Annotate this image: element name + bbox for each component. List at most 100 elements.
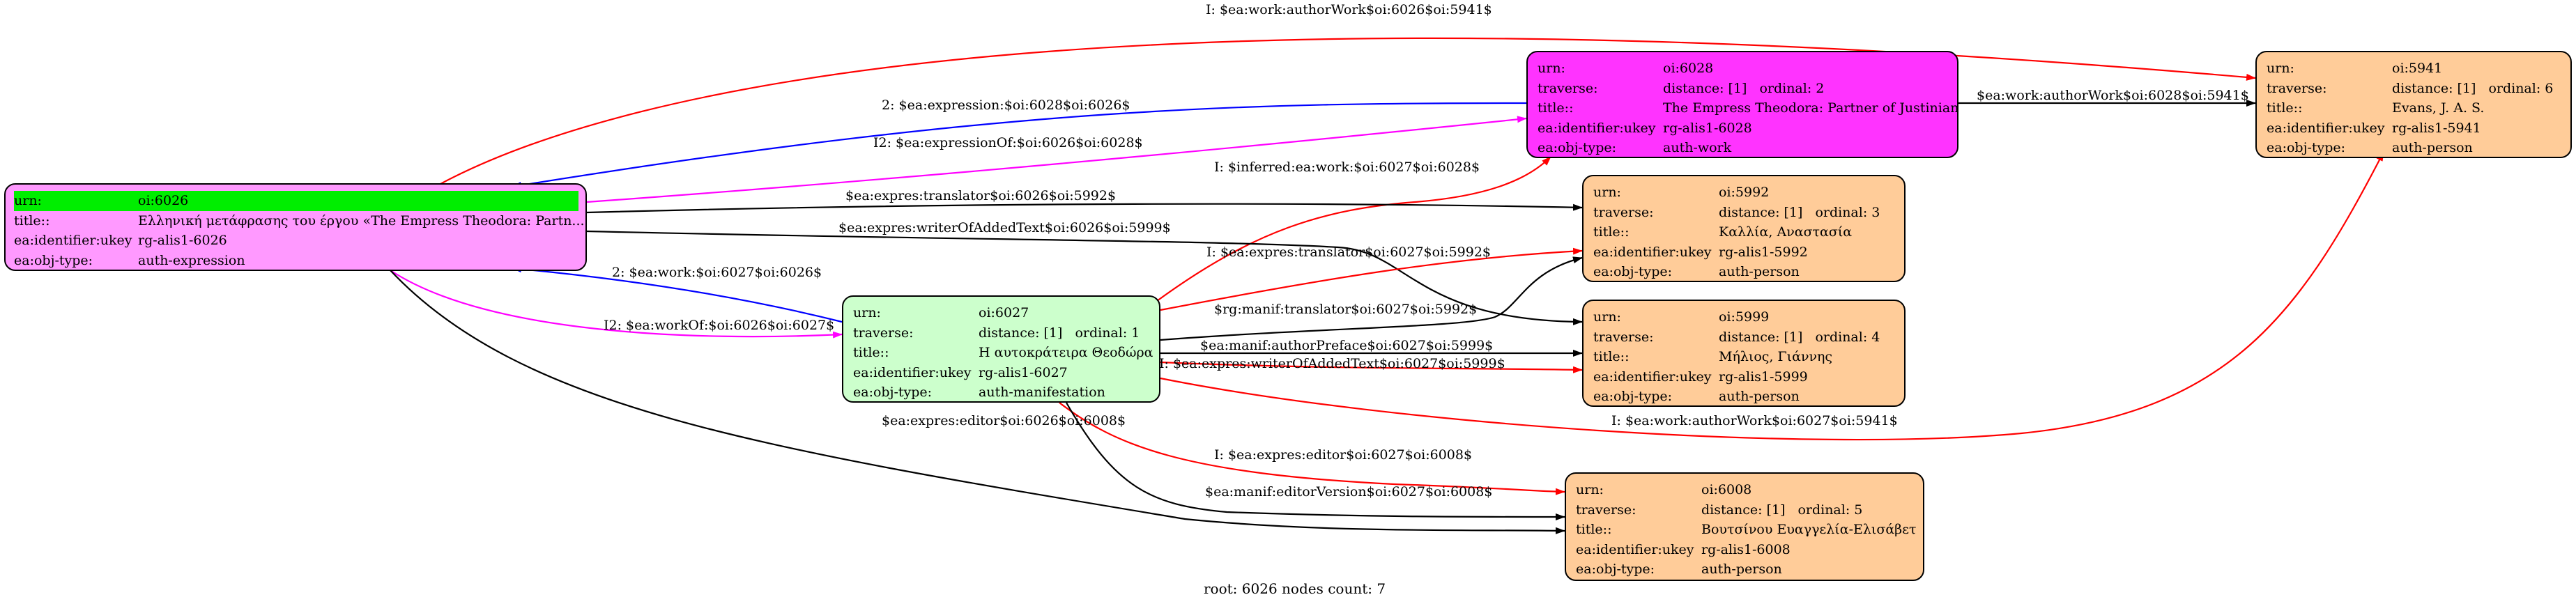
type-key: ea:obj-type: [1593, 264, 1673, 280]
traverse-key: traverse: [853, 325, 914, 341]
urn-value: oi:6028 [1663, 61, 1714, 76]
distance-value: distance: [1] [1719, 329, 1803, 345]
type-value: auth-person [2392, 140, 2473, 156]
urn-value: oi:5941 [2392, 61, 2443, 76]
ukey-key: ea:identifier:ukey [1538, 120, 1656, 136]
urn-key: urn: [2267, 61, 2294, 76]
edge-label-e3: I2: $ea:expressionOf:$oi:6026$oi:6028$ [873, 135, 1143, 150]
title-key: title:: [1576, 522, 1612, 538]
edge-label-e4: $ea:work:authorWork$oi:6028$oi:5941$ [1977, 88, 2249, 103]
edge-label-e7: $ea:expres:writerOfAddedText$oi:6026$oi:… [838, 220, 1171, 235]
distance-value: distance: [1] [979, 325, 1063, 341]
urn-value: oi:6026 [135, 191, 578, 211]
urn-key: urn: [853, 305, 881, 320]
urn-value: oi:6027 [979, 305, 1029, 320]
ukey-value: rg-alis1-6008 [1701, 541, 1791, 557]
urn-key: urn: [14, 191, 135, 211]
edge-e7 [586, 230, 1583, 325]
type-key: ea:obj-type: [2267, 140, 2346, 156]
node-5941[interactable]: urn: oi:5941 traverse: distance: [1] ordina… [2255, 51, 2572, 158]
ukey-key: ea:identifier:ukey [14, 233, 132, 249]
distance-value: distance: [1] [2392, 80, 2476, 96]
edge-label-e1: I: $ea:work:authorWork$oi:6026$oi:5941$ [1206, 2, 1492, 17]
edge-e15 [390, 270, 1565, 534]
edge-e2 [512, 102, 1527, 189]
graph-footer: root: 6026 nodes count: 7 [1204, 580, 1386, 597]
node-5999[interactable]: urn:oi:5999 traverse:distance: [1]ordina… [1582, 300, 1906, 407]
title-value: Βουτσίνου Ευαγγελία-Ελισάβετ [1701, 522, 1917, 538]
ordinal-value: ordinal: 1 [1075, 325, 1140, 341]
edge-label-e8: I: $ea:expres:translator$oi:6027$oi:5992… [1206, 245, 1492, 260]
urn-value: oi:5992 [1719, 185, 1770, 200]
edge-label-e2: 2: $ea:expression:$oi:6028$oi:6026$ [882, 98, 1130, 113]
title-value: Evans, J. A. S. [2392, 100, 2485, 116]
type-key: ea:obj-type: [14, 252, 93, 268]
ordinal-value: ordinal: 6 [2488, 80, 2554, 96]
title-key: title:: [1593, 224, 1630, 240]
type-value: auth-manifestation [979, 385, 1105, 401]
title-value: Η αυτοκράτειρα Θεοδώρα [979, 345, 1153, 361]
edge-e5 [1156, 156, 1551, 302]
ordinal-value: ordinal: 5 [1797, 502, 1863, 518]
edge-label-e12: $ea:manif:authorPreface$oi:6027$oi:5999$ [1200, 338, 1494, 353]
ukey-key: ea:identifier:ukey [1593, 369, 1712, 385]
ukey-value: rg-alis1-6028 [1663, 120, 1752, 136]
edge-e10 [1160, 256, 1583, 341]
title-value: Ελληνική μετάφρασης του έργου «The Empre… [138, 212, 585, 229]
edge-label-e11: I2: $ea:workOf:$oi:6026$oi:6027$ [604, 318, 835, 333]
type-value: auth-work [1663, 140, 1732, 156]
title-value: Μήλιος, Γιάννης [1719, 349, 1833, 365]
ukey-key: ea:identifier:ukey [2267, 120, 2385, 136]
node-6026[interactable]: urn:oi:6026 title::Ελληνική μετάφρασης τ… [4, 183, 587, 271]
title-key: title:: [1538, 100, 1574, 116]
title-key: title:: [853, 345, 889, 361]
urn-value: oi:6008 [1701, 482, 1752, 497]
ordinal-value: ordinal: 2 [1759, 80, 1825, 96]
edge-e13 [1160, 361, 1583, 373]
edge-e16 [1059, 402, 1565, 495]
ukey-value: rg-alis1-6026 [138, 233, 227, 249]
title-value: Καλλία, Αναστασία [1719, 224, 1853, 240]
urn-key: urn: [1538, 61, 1565, 76]
urn-key: urn: [1593, 309, 1621, 325]
type-value: auth-person [1701, 562, 1782, 578]
edge-e3 [586, 116, 1527, 203]
edge-label-e13: I: $ea:expres:writerOfAddedText$oi:6027$… [1159, 356, 1505, 371]
edge-e6 [586, 203, 1583, 214]
ukey-value: rg-alis1-5999 [1719, 369, 1808, 385]
edge-e17 [1066, 402, 1565, 520]
traverse-key: traverse: [2267, 80, 2327, 96]
traverse-key: traverse: [1576, 502, 1636, 518]
edge-label-e10: $rg:manif:translator$oi:6027$oi:5992$ [1214, 302, 1478, 317]
ukey-key: ea:identifier:ukey [853, 364, 972, 380]
edge-label-e9: 2: $ea:work:$oi:6027$oi:6026$ [612, 265, 822, 280]
node-6008[interactable]: urn:oi:6008 traverse:distance: [1]ordina… [1565, 472, 1924, 581]
urn-value: oi:5999 [1719, 309, 1770, 325]
node-5992[interactable]: urn:oi:5992 traverse:distance: [1]ordina… [1582, 175, 1906, 282]
node-6028[interactable]: urn: oi:6028 traverse: distance: [1] ordina… [1526, 51, 1958, 158]
edge-label-e16: I: $ea:expres:editor$oi:6027$oi:6008$ [1214, 447, 1473, 463]
edge-e9 [512, 265, 843, 323]
type-value: auth-person [1719, 389, 1800, 405]
edge-e1 [438, 37, 2256, 185]
type-key: ea:obj-type: [1538, 140, 1617, 156]
distance-value: distance: [1] [1663, 80, 1747, 96]
traverse-key: traverse: [1593, 204, 1654, 220]
ukey-key: ea:identifier:ukey [1593, 244, 1712, 260]
traverse-key: traverse: [1593, 329, 1654, 345]
type-value: auth-person [1719, 264, 1800, 280]
edge-e14 [1160, 151, 2384, 441]
ukey-value: rg-alis1-6027 [979, 364, 1068, 380]
title-key: title:: [1593, 349, 1630, 365]
type-key: ea:obj-type: [1576, 562, 1655, 578]
ukey-value: rg-alis1-5941 [2392, 120, 2481, 136]
node-6027[interactable]: urn: oi:6027 traverse: distance: [1] ordina… [842, 295, 1160, 403]
type-key: ea:obj-type: [1593, 389, 1673, 405]
urn-key: urn: [1593, 185, 1621, 200]
edge-label-e15: $ea:expres:editor$oi:6026$oi:6008$ [882, 413, 1126, 428]
traverse-key: traverse: [1538, 80, 1598, 96]
title-value: The Empress Theodora: Partner of Justini… [1663, 100, 1958, 116]
ordinal-value: ordinal: 3 [1815, 204, 1880, 220]
distance-value: distance: [1] [1701, 502, 1786, 518]
